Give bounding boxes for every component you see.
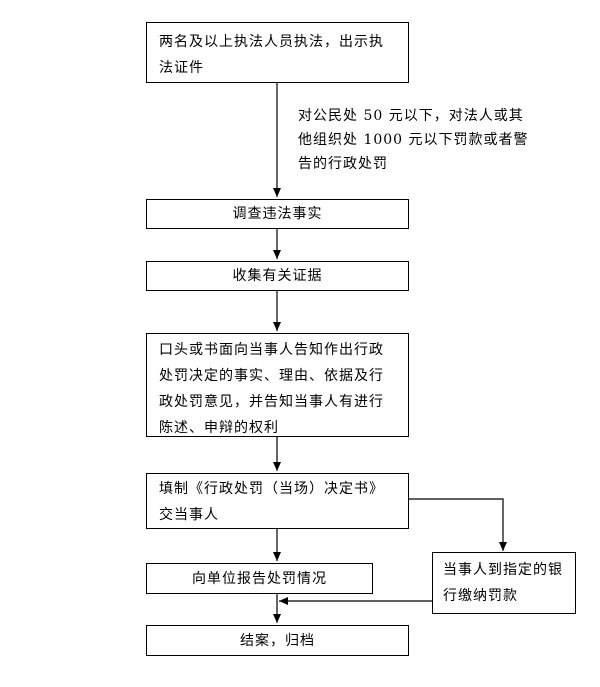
step-fill-decision-text: 填制《行政处罚（当场）决定书》交当事人	[159, 481, 384, 523]
penalty-scope-note-text: 对公民处 50 元以下，对法人或其他组织处 1000 元以下罚款或者警告的行政处…	[298, 108, 529, 172]
step-present-credentials: 两名及以上执法人员执法，出示执法证件	[146, 22, 409, 83]
step-collect-evidence-text: 收集有关证据	[232, 268, 323, 284]
step-report-to-unit: 向单位报告处罚情况	[146, 563, 373, 594]
step-close-and-file-text: 结案，归档	[240, 632, 315, 649]
step-pay-at-bank-text: 当事人到指定的银行缴纳罚款	[443, 562, 563, 604]
penalty-scope-note: 对公民处 50 元以下，对法人或其他组织处 1000 元以下罚款或者警告的行政处…	[298, 104, 530, 176]
step-inform-party-text: 口头或书面向当事人告知作出行政处罚决定的事实、理由、依据及行政处罚意见，并告知当…	[159, 342, 384, 436]
step-report-to-unit-text: 向单位报告处罚情况	[192, 570, 327, 587]
step-investigate-facts-text: 调查违法事实	[232, 206, 323, 222]
arrow-s5-s7	[409, 498, 507, 551]
step-pay-at-bank: 当事人到指定的银行缴纳罚款	[432, 552, 576, 614]
step-investigate-facts: 调查违法事实	[146, 199, 409, 229]
step-inform-party: 口头或书面向当事人告知作出行政处罚决定的事实、理由、依据及行政处罚意见，并告知当…	[146, 333, 409, 437]
step-collect-evidence: 收集有关证据	[146, 261, 409, 291]
step-fill-decision: 填制《行政处罚（当场）决定书》交当事人	[146, 473, 409, 529]
step-close-and-file: 结案，归档	[146, 625, 409, 656]
step-present-credentials-text: 两名及以上执法人员执法，出示执法证件	[159, 34, 384, 76]
